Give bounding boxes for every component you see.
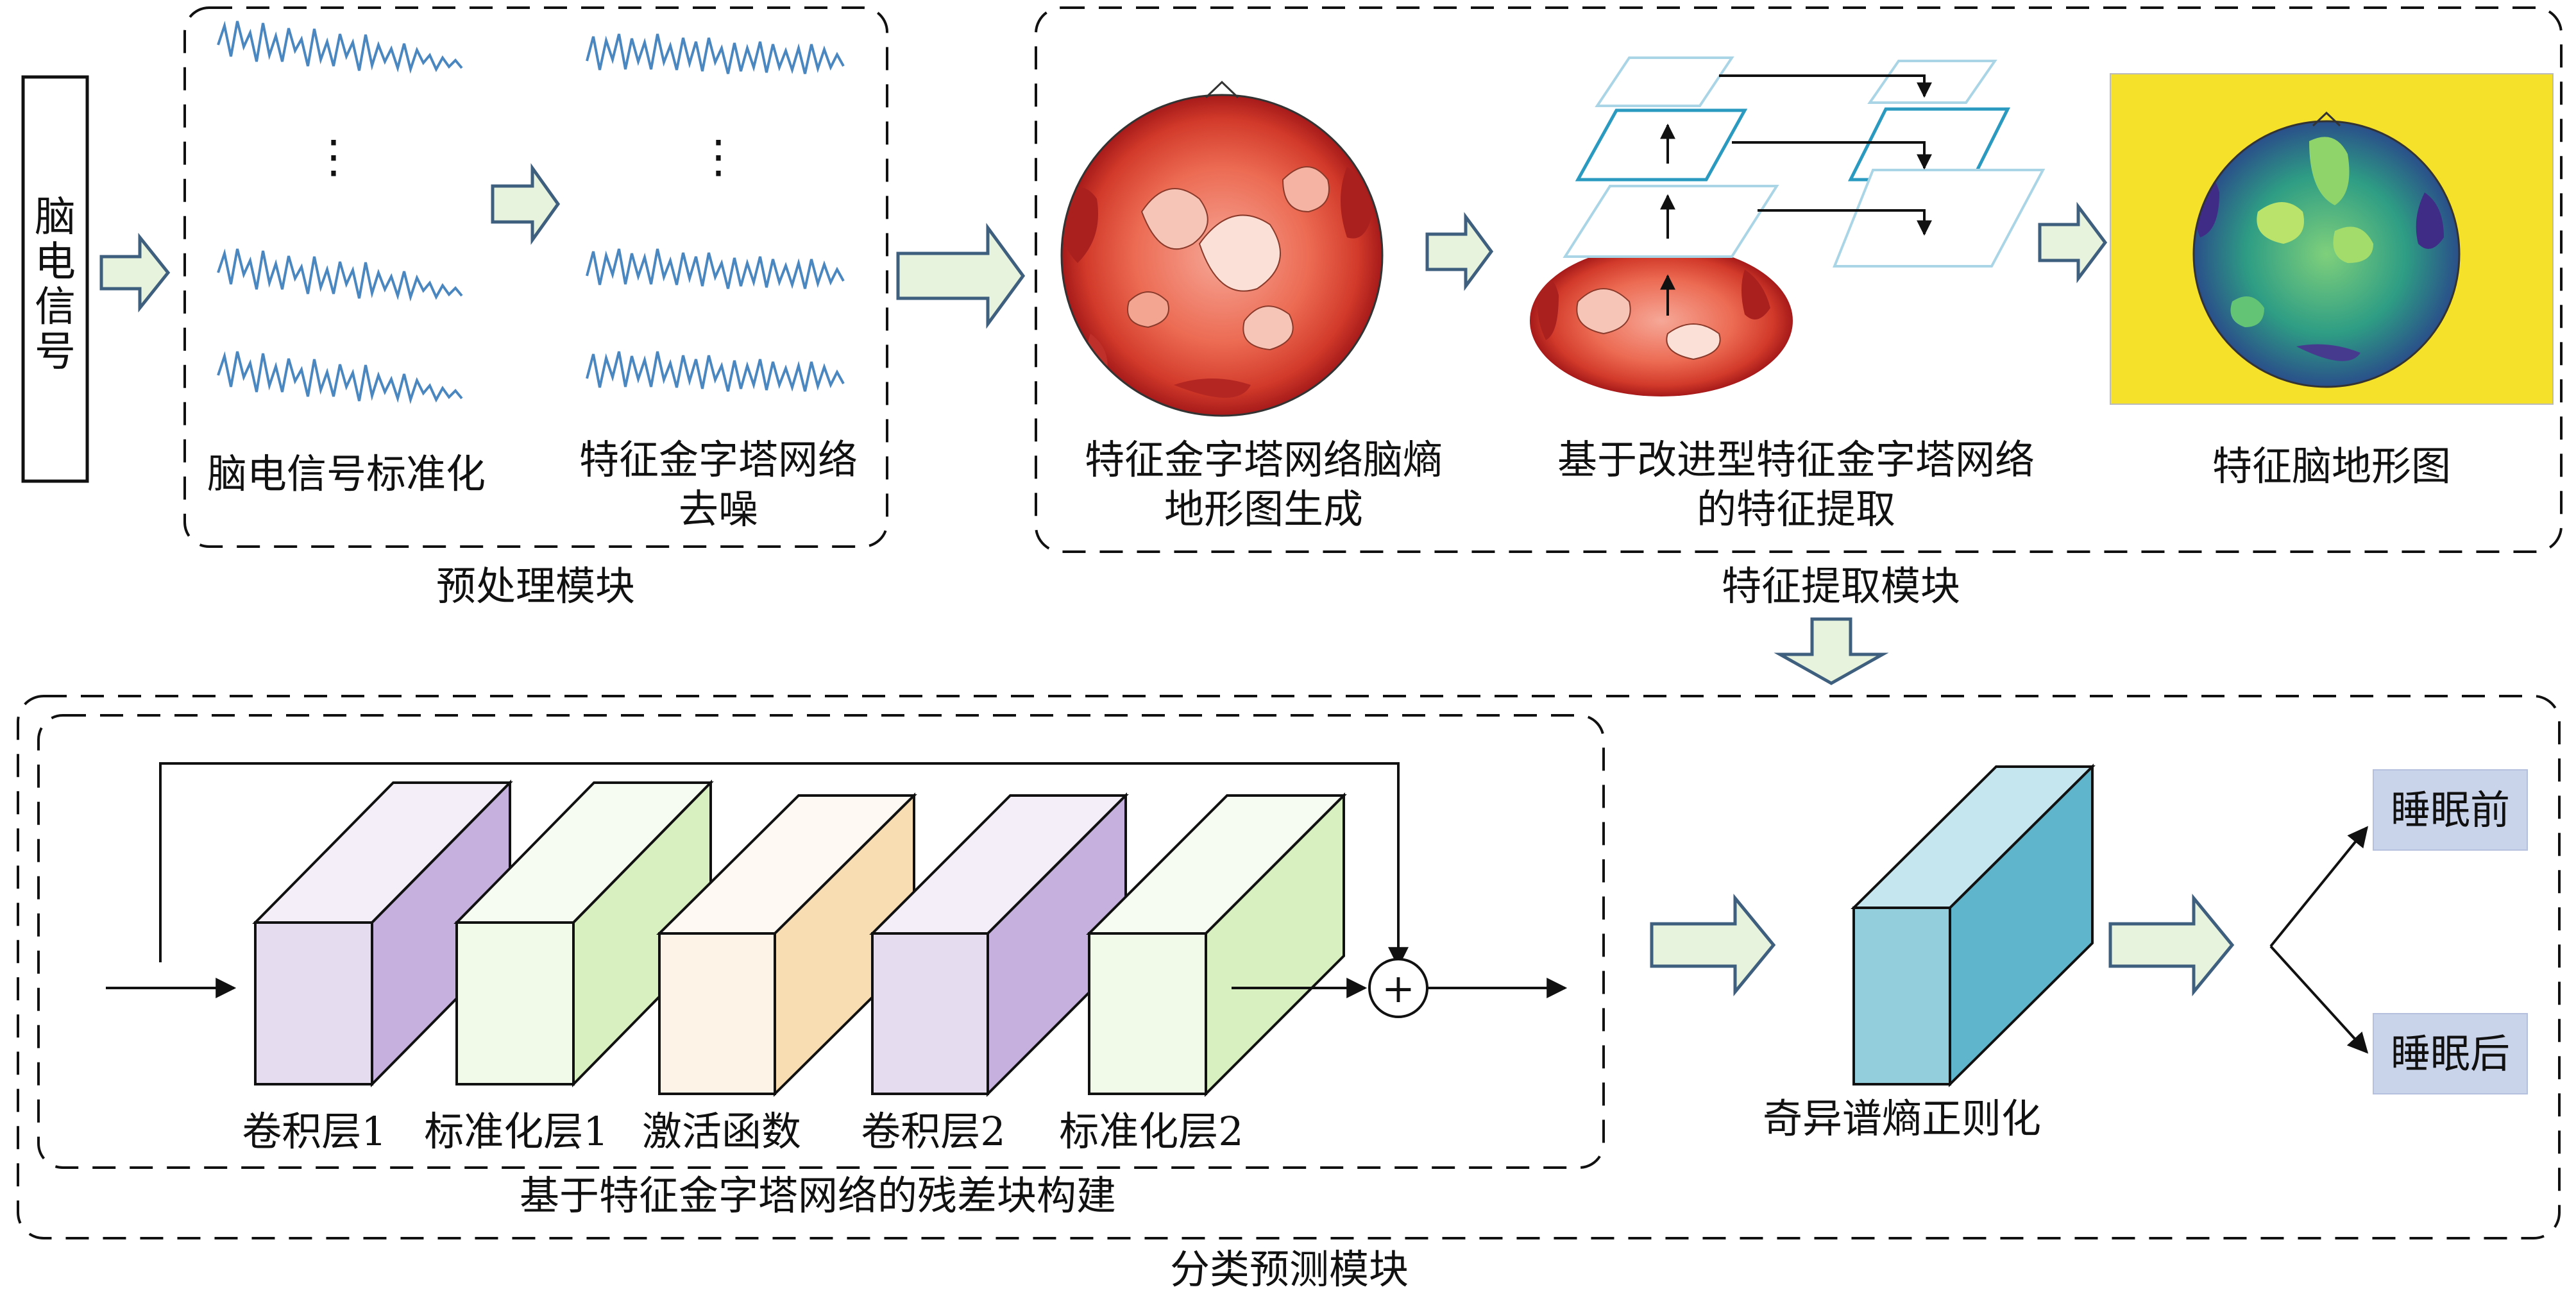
- sum-node: +: [1368, 958, 1428, 1018]
- layer-label-3: 激活函数: [642, 1108, 801, 1155]
- branch-down-arrow: [2269, 945, 2369, 1054]
- activation-layer: [656, 792, 917, 1097]
- norm-layer-1: [453, 779, 714, 1087]
- norm-layer-2: [1086, 792, 1347, 1097]
- input-label-char-2: 电: [35, 239, 76, 286]
- svd-label: 奇异谱熵正则化: [1763, 1095, 2041, 1142]
- input-label-char-4: 号: [35, 328, 76, 376]
- sum-symbol: +: [1382, 965, 1415, 1012]
- preprocess-module-label: 预处理模块: [436, 563, 635, 609]
- preprocess-step2-label-line2: 去噪: [679, 486, 758, 532]
- classify-module-label: 分类预测模块: [1170, 1246, 1409, 1293]
- ellipsis-1: ⋮: [311, 130, 356, 183]
- output-after-sleep: 睡眠后: [2373, 1013, 2528, 1094]
- ellipsis-2: ⋮: [696, 130, 741, 183]
- preprocess-step1-label: 脑电信号标准化: [207, 450, 486, 497]
- feature-step2-label-line1: 基于改进型特征金字塔网络: [1557, 436, 2035, 483]
- conv-layer-2: [869, 792, 1129, 1097]
- block-arrow-5: [2038, 201, 2108, 284]
- block-arrow-down: [1774, 617, 1889, 685]
- feature-module-label: 特征提取模块: [1722, 563, 1960, 609]
- residual-block-label: 基于特征金字塔网络的残差块构建: [520, 1172, 1116, 1219]
- block-arrow-3: [896, 223, 1026, 329]
- output-before-sleep: 睡眠前: [2373, 769, 2528, 851]
- skip-connection: [159, 762, 1409, 968]
- branch-up-arrow: [2269, 826, 2369, 948]
- preprocess-module: ⋮ ⋮ 脑电信号标准化 特征金字塔网络 去噪: [183, 6, 888, 548]
- raw-eeg-waveforms: [217, 21, 463, 405]
- layer-label-2: 标准化层1: [424, 1108, 608, 1155]
- classify-module: + 卷积层1 标准化层1 激活函数 卷积层2 标准化层2 基于特征金字塔网络的残…: [17, 695, 2561, 1239]
- input-label-char-1: 脑: [35, 194, 76, 241]
- output-before-label: 睡眠前: [2391, 787, 2510, 833]
- feature-step3-label: 特征脑地形图: [2212, 443, 2451, 490]
- layer-label-4: 卷积层2: [861, 1108, 1005, 1155]
- block-arrow-4: [1425, 212, 1494, 291]
- svd-regularization-block: [1851, 763, 2096, 1087]
- output-after-label: 睡眠后: [2391, 1030, 2510, 1077]
- block-arrow-1: [99, 232, 171, 313]
- preprocess-step2-label-line1: 特征金字塔网络: [579, 436, 858, 483]
- block-arrow-7: [2108, 894, 2235, 996]
- layer-label-1: 卷积层1: [242, 1108, 386, 1155]
- entropy-topomap: [1060, 80, 1384, 417]
- input-eeg-box: 脑 电 信 号: [21, 75, 89, 483]
- block-arrow-2: [491, 163, 561, 245]
- layer-label-5: 标准化层2: [1059, 1108, 1243, 1155]
- denoised-eeg-waveforms: [586, 33, 845, 392]
- feature-brain-topomap: [2110, 73, 2554, 405]
- feature-step1-label-line2: 地形图生成: [1164, 486, 1363, 532]
- feature-step1-label-line1: 特征金字塔网络脑熵: [1085, 436, 1443, 483]
- feature-module: 特征金字塔网络脑熵 地形图生成: [1035, 6, 2563, 553]
- feature-pyramid-illustration: [1530, 56, 2046, 396]
- block-arrow-6: [1650, 894, 1776, 996]
- input-label-char-3: 信: [35, 284, 76, 331]
- feature-step2-label-line2: 的特征提取: [1697, 486, 1895, 532]
